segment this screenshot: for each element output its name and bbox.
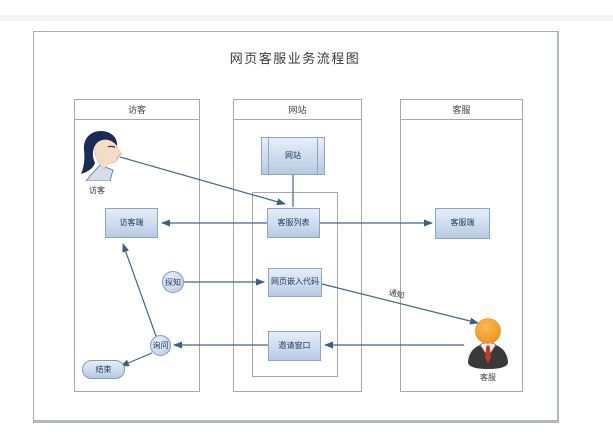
visitor-hair (81, 131, 118, 174)
visitor-icon[interactable] (80, 129, 130, 182)
visitor-mouth (116, 154, 121, 160)
node-service-client[interactable]: 客服端 (435, 208, 490, 239)
node-invite-window[interactable]: 邀请窗口 (268, 331, 321, 361)
node-website-process[interactable]: 网站 (261, 137, 325, 175)
lane-header-website: 网站 (234, 100, 361, 120)
predefined-process-bar (317, 138, 318, 174)
lane-website: 网站 (233, 99, 362, 392)
visitor-collar (85, 164, 114, 182)
lane-header-service: 客服 (401, 100, 522, 120)
node-embed-code[interactable]: 网页嵌入代码 (268, 268, 322, 297)
predefined-process-bar (268, 138, 269, 174)
node-inquire[interactable]: 询问 (150, 335, 171, 356)
node-detect[interactable]: 探知 (162, 271, 184, 293)
lane-header-visitor: 访客 (75, 100, 199, 120)
agent-tie (485, 345, 491, 363)
window-edge-band (0, 15, 613, 21)
node-end[interactable]: 结束 (82, 360, 125, 379)
visitor-eye (107, 145, 116, 148)
lane-visitor: 访客 (74, 99, 200, 392)
lane-service: 客服 (400, 99, 523, 392)
agent-label: 客服 (480, 373, 496, 382)
agent-icon[interactable] (464, 318, 512, 371)
visitor-face (93, 136, 123, 170)
node-service-list[interactable]: 客服列表 (267, 208, 320, 238)
node-website-label: 网站 (285, 150, 301, 160)
page-title: 网页客服业务流程图 (229, 52, 361, 67)
visitor-label: 访客 (89, 186, 105, 195)
node-visitor-client[interactable]: 访客端 (105, 208, 158, 238)
agent-head (475, 318, 501, 344)
